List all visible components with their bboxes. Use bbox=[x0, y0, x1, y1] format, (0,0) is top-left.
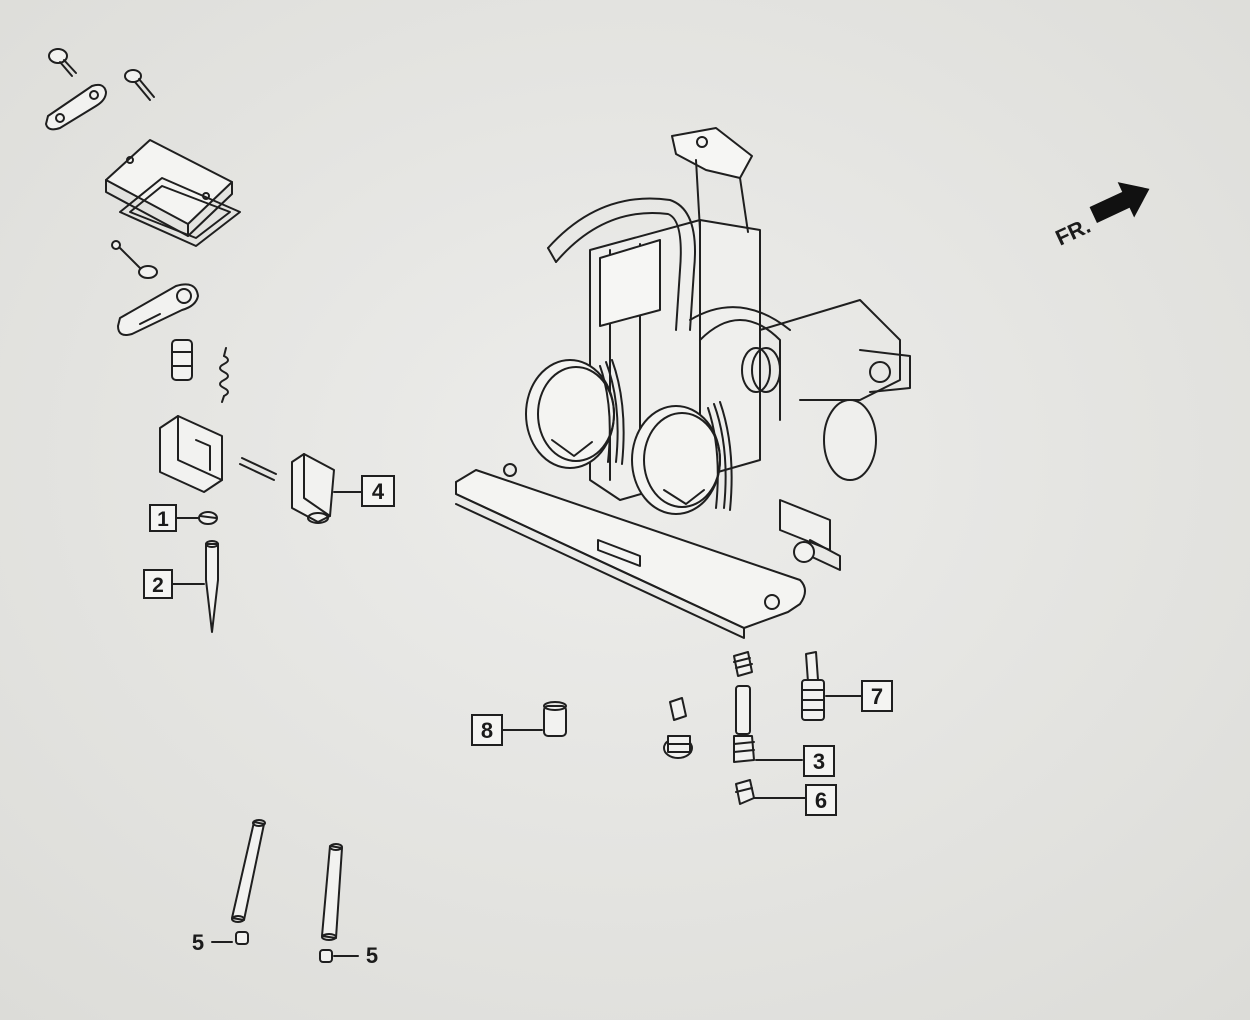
cap-right bbox=[319, 949, 333, 963]
cap-left bbox=[235, 931, 249, 945]
callout-8: 8 bbox=[471, 714, 503, 746]
throttle-lever bbox=[117, 283, 199, 336]
callout-number: 7 bbox=[871, 684, 883, 709]
pilot-air-jet bbox=[663, 697, 693, 759]
callout-1: 1 bbox=[149, 504, 177, 532]
needle-clip bbox=[198, 511, 218, 525]
slow-jet bbox=[801, 651, 825, 721]
callout-4: 4 bbox=[361, 475, 395, 507]
screw-top-middle bbox=[124, 69, 155, 101]
intake-bore-left bbox=[525, 359, 615, 469]
screw-top-left bbox=[48, 48, 77, 77]
carburetor-body bbox=[455, 127, 911, 639]
roller-pin bbox=[171, 339, 193, 381]
callout-5a: 5 bbox=[192, 930, 204, 955]
plunger-holder bbox=[291, 453, 335, 524]
callout-5b: 5 bbox=[366, 943, 378, 968]
hose-right bbox=[321, 843, 343, 941]
callout-number: 5 bbox=[192, 930, 204, 955]
callout-3: 3 bbox=[803, 745, 835, 777]
retaining-plate bbox=[45, 83, 107, 131]
jet-needle bbox=[205, 540, 219, 633]
arrow-right-icon bbox=[1089, 182, 1150, 223]
callout-number: 8 bbox=[481, 718, 493, 743]
callout-number: 2 bbox=[152, 574, 164, 597]
spring bbox=[219, 347, 229, 403]
callout-number: 3 bbox=[813, 749, 825, 774]
hose-left bbox=[231, 819, 266, 923]
cap-part bbox=[543, 701, 567, 737]
callout-6: 6 bbox=[805, 784, 837, 816]
callout-number: 1 bbox=[157, 508, 169, 531]
jet-holder-nut bbox=[733, 651, 753, 677]
adjust-screw-with-washer bbox=[111, 240, 158, 279]
callout-number: 6 bbox=[815, 788, 827, 813]
connecting-rod bbox=[239, 457, 277, 481]
callout-number: 4 bbox=[372, 479, 385, 504]
callout-2: 2 bbox=[143, 569, 173, 599]
piston-valve bbox=[159, 415, 223, 493]
callout-number: 5 bbox=[366, 943, 378, 968]
callout-7: 7 bbox=[861, 680, 893, 712]
cover-gasket bbox=[119, 177, 241, 247]
needle-jet bbox=[733, 685, 755, 763]
